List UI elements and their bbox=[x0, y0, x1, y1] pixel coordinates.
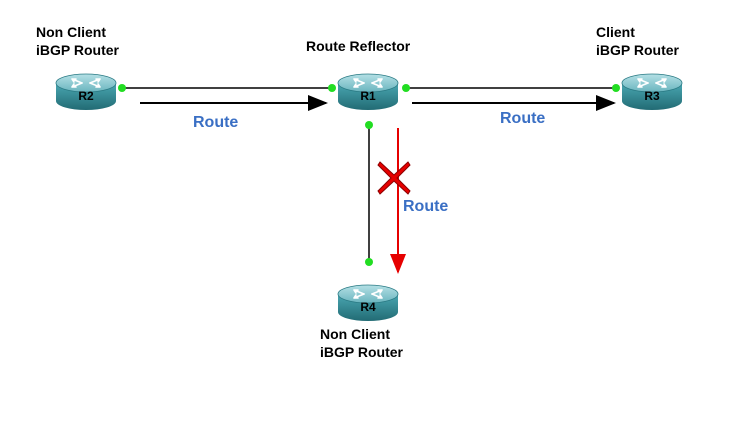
r2-role-line2: iBGP Router bbox=[36, 42, 119, 58]
route-label-r1-r3: Route bbox=[500, 110, 546, 127]
r3-role-line1: Client bbox=[596, 24, 635, 40]
router-r3-name: R3 bbox=[644, 89, 660, 103]
x-mark-icon bbox=[377, 161, 411, 195]
r3-role-label: Client iBGP Router bbox=[596, 23, 679, 59]
port-dot bbox=[365, 121, 373, 129]
route-label-r1-r4: Route bbox=[403, 198, 449, 215]
r1-role-label: Route Reflector bbox=[306, 38, 411, 54]
port-dot bbox=[402, 84, 410, 92]
r4-role-line2: iBGP Router bbox=[320, 344, 403, 360]
router-icon: R1 bbox=[337, 73, 399, 111]
router-r4-name: R4 bbox=[360, 300, 376, 314]
r4-role-line1: Non Client bbox=[320, 326, 390, 342]
route-label-r2-r1: Route bbox=[193, 114, 239, 131]
r2-role-label: Non Client iBGP Router bbox=[36, 23, 119, 59]
router-r2-name: R2 bbox=[78, 89, 94, 103]
router-icon: R2 bbox=[55, 73, 117, 111]
port-dot bbox=[118, 84, 126, 92]
port-dot bbox=[328, 84, 336, 92]
r2-role-line1: Non Client bbox=[36, 24, 106, 40]
r4-role-label: Non Client iBGP Router bbox=[320, 325, 403, 361]
router-r1-name: R1 bbox=[360, 89, 376, 103]
port-dot bbox=[365, 258, 373, 266]
port-dot bbox=[612, 84, 620, 92]
r3-role-line2: iBGP Router bbox=[596, 42, 679, 58]
router-icon: R4 bbox=[337, 284, 399, 322]
port-dots bbox=[118, 84, 620, 266]
router-icon: R3 bbox=[621, 73, 683, 111]
